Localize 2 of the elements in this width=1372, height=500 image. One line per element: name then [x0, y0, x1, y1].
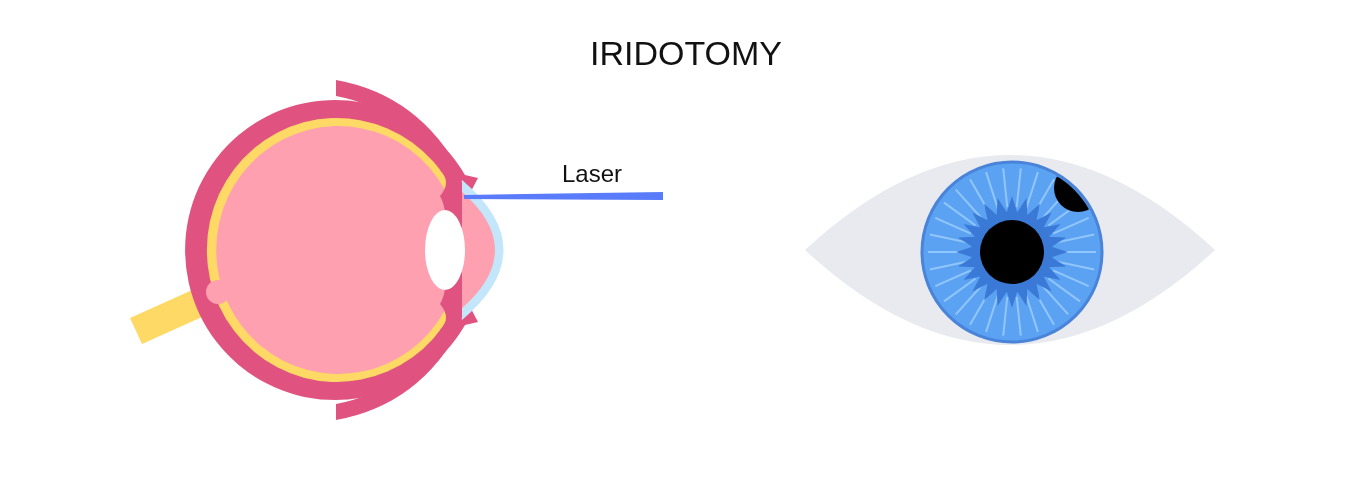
- laser-label: Laser: [562, 160, 623, 188]
- title: IRIDOTOMY: [588, 34, 783, 73]
